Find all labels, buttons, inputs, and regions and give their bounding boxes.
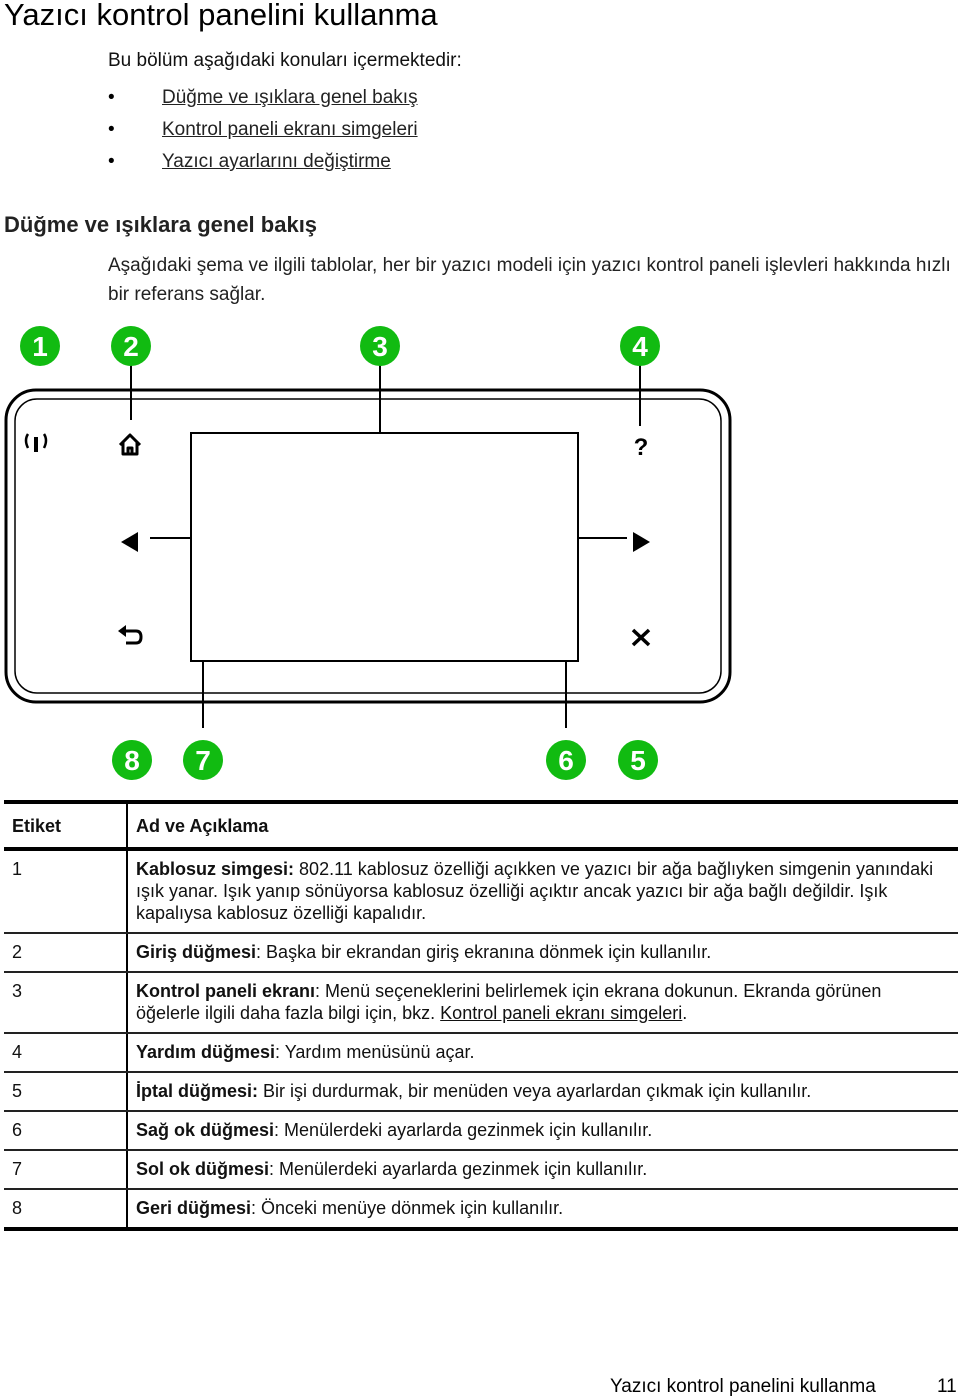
toc-item: • Yazıcı ayarlarını değiştirme [108, 150, 391, 174]
header-label: Etiket [4, 800, 128, 851]
callout-badge: 3 [360, 326, 400, 366]
row-text: : Önceki menüye dönmek için kullanılır. [251, 1198, 564, 1218]
bullet: • [108, 87, 115, 108]
callout-badge: 1 [20, 326, 60, 366]
help-icon[interactable]: ? [634, 434, 649, 461]
callout-badge: 2 [111, 326, 151, 366]
callout-number: 3 [372, 331, 388, 362]
header-description: Ad ve Açıklama [127, 800, 958, 851]
row-description: Sol ok düğmesi: Menülerdeki ayarlarda ge… [127, 1150, 958, 1190]
row-name: İptal düğmesi: [136, 1081, 259, 1101]
row-text: : Menülerdeki ayarlarda gezinmek için ku… [274, 1120, 653, 1140]
callout-badge: 4 [620, 326, 660, 366]
toc-item: • Kontrol paneli ekranı simgeleri [108, 118, 418, 142]
row-label: 8 [4, 1189, 128, 1231]
row-name: Kablosuz simgesi: [136, 859, 295, 879]
section-paragraph: Aşağıdaki şema ve ilgili tablolar, her b… [108, 255, 951, 305]
panel-outline [4, 388, 732, 704]
table-row: 3 Kontrol paneli ekranı: Menü seçenekler… [4, 972, 958, 1034]
row-text-after: . [682, 1003, 688, 1023]
table-row: 5 İptal düğmesi: Bir işi durdurmak, bir … [4, 1072, 958, 1112]
bullet: • [108, 119, 115, 140]
toc-link-buttons-lights[interactable]: Düğme ve ışıklara genel bakış [162, 87, 418, 108]
row-name: Kontrol paneli ekranı [136, 981, 316, 1001]
row-text: : Menülerdeki ayarlarda gezinmek için ku… [269, 1159, 648, 1179]
row-description: Kablosuz simgesi: 802.11 kablosuz özelli… [127, 849, 958, 934]
row-description: Sağ ok düğmesi: Menülerdeki ayarlarda ge… [127, 1111, 958, 1151]
toc-item: • Düğme ve ışıklara genel bakış [108, 86, 418, 110]
table-row: 6 Sağ ok düğmesi: Menülerdeki ayarlarda … [4, 1111, 958, 1151]
row-name: Yardım düğmesi [136, 1042, 276, 1062]
left-arrow-icon[interactable] [121, 532, 138, 552]
bullet: • [108, 151, 115, 172]
table-row: 2 Giriş düğmesi: Başka bir ekrandan giri… [4, 933, 958, 973]
row-text: 802.11 kablosuz özelliği açıkken ve yazı… [136, 859, 934, 923]
row-label: 1 [4, 849, 128, 934]
table-row: 1 Kablosuz simgesi: 802.11 kablosuz özel… [4, 849, 958, 934]
legend-table: Etiket Ad ve Açıklama 1 Kablosuz simgesi… [4, 800, 958, 1231]
row-label: 5 [4, 1072, 128, 1112]
wireless-icon[interactable] [24, 433, 48, 452]
page-number: 11 [937, 1376, 957, 1397]
row-description: Kontrol paneli ekranı: Menü seçeneklerin… [127, 972, 958, 1034]
row-name: Sol ok düğmesi [136, 1159, 270, 1179]
control-panel-diagram: ? 1 2 3 4 5 6 7 8 [4, 326, 732, 780]
row-description: Geri düğmesi: Önceki menüye dönmek için … [127, 1189, 958, 1231]
row-label: 2 [4, 933, 128, 973]
cancel-icon[interactable] [631, 628, 651, 647]
toc-link-printer-settings[interactable]: Yazıcı ayarlarını değiştirme [162, 151, 391, 172]
row-label: 3 [4, 972, 128, 1034]
table-row: 7 Sol ok düğmesi: Menülerdeki ayarlarda … [4, 1150, 958, 1190]
callout-number: 1 [32, 331, 48, 362]
callout-number: 5 [630, 745, 646, 776]
row-name: Sağ ok düğmesi [136, 1120, 275, 1140]
right-arrow-icon[interactable] [633, 532, 650, 552]
row-text: Bir işi durdurmak, bir menüden veya ayar… [258, 1081, 812, 1101]
row-name: Geri düğmesi [136, 1198, 252, 1218]
row-text: : Başka bir ekrandan giriş ekranına dönm… [256, 942, 712, 962]
callout-number: 7 [195, 745, 211, 776]
page-title: Yazıcı kontrol panelini kullanma [4, 0, 438, 32]
callout-badge: 6 [546, 740, 586, 780]
section-title: Düğme ve ışıklara genel bakış [4, 212, 318, 237]
table-header-row: Etiket Ad ve Açıklama [4, 800, 958, 851]
row-label: 4 [4, 1033, 128, 1073]
back-icon[interactable] [118, 625, 143, 645]
display-icons-link[interactable]: Kontrol paneli ekranı simgeleri [440, 1003, 683, 1023]
row-description: Giriş düğmesi: Başka bir ekrandan giriş … [127, 933, 958, 973]
panel-inner-outline [14, 398, 722, 694]
row-description: İptal düğmesi: Bir işi durdurmak, bir me… [127, 1072, 958, 1112]
callout-number: 8 [124, 745, 140, 776]
home-icon[interactable] [118, 433, 142, 456]
row-description: Yardım düğmesi: Yardım menüsünü açar. [127, 1033, 958, 1073]
row-text: : Yardım menüsünü açar. [275, 1042, 475, 1062]
callout-badge: 8 [112, 740, 152, 780]
intro-text: Bu bölüm aşağıdaki konuları içermektedir… [108, 50, 462, 71]
row-label: 6 [4, 1111, 128, 1151]
control-panel-display[interactable] [190, 432, 579, 662]
callout-number: 4 [632, 331, 648, 362]
row-text: : Menü seçeneklerini belirlemek için ekr… [136, 981, 882, 1023]
footer-title: Yazıcı kontrol panelini kullanma [610, 1376, 876, 1397]
row-name: Giriş düğmesi [136, 942, 257, 962]
callout-badge: 5 [618, 740, 658, 780]
callout-number: 6 [558, 745, 574, 776]
callout-badge: 7 [183, 740, 223, 780]
table-row: 8 Geri düğmesi: Önceki menüye dönmek içi… [4, 1189, 958, 1231]
table-row: 4 Yardım düğmesi: Yardım menüsünü açar. [4, 1033, 958, 1073]
row-label: 7 [4, 1150, 128, 1190]
toc-link-display-icons[interactable]: Kontrol paneli ekranı simgeleri [162, 119, 418, 140]
callout-number: 2 [123, 331, 139, 362]
